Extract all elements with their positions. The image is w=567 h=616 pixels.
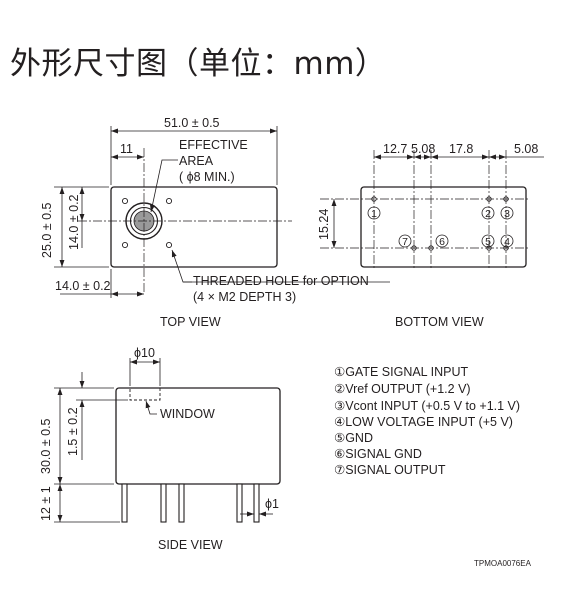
dim-center-y-text: 14.0 ± 0.2	[67, 194, 81, 250]
dim-bottom-c: 17.8	[449, 142, 473, 156]
dim-pin-length-text: 12 ± 1	[39, 486, 53, 521]
dim-height-text: 25.0 ± 0.5	[40, 202, 54, 258]
window-outline	[129, 387, 161, 401]
pin-legend-item: ③Vcont INPUT (+0.5 V to +1.1 V)	[334, 399, 520, 413]
page-title: 外形尺寸图（单位：mm）	[10, 46, 387, 82]
pin-number: 7	[402, 236, 408, 248]
pin-number: 3	[504, 208, 510, 220]
dim-width-text: 51.0 ± 0.5	[164, 116, 220, 130]
dim-window-text: ϕ10	[134, 346, 155, 360]
threaded-hole	[121, 241, 129, 249]
effective-area-label: AREA	[179, 154, 214, 168]
dim-pin-dia-text: ϕ1	[265, 497, 279, 511]
pin-legend-item: ⑥SIGNAL GND	[334, 447, 422, 461]
threaded-hole	[165, 241, 173, 249]
dim-bottom-d: 5.08	[514, 142, 538, 156]
dim-offset-text: 11	[120, 142, 133, 156]
dim-center-x-text: 14.0 ± 0.2	[55, 279, 111, 293]
effective-area-label: EFFECTIVE	[179, 138, 248, 152]
dim-side-height-text: 30.0 ± 0.5	[39, 418, 53, 474]
pin-number: 5	[485, 236, 491, 248]
dim-pitch-text: 15.24	[317, 209, 331, 240]
bottom-view: 1 7 6 2 3 5 4 12.7 5.08 17.8 5.08 15.2	[317, 142, 544, 329]
pin-number: 4	[504, 236, 510, 248]
pin-legend-item: ④LOW VOLTAGE INPUT (+5 V)	[334, 415, 513, 429]
bottom-view-body	[360, 186, 527, 268]
dim-bottom-b: 5.08	[411, 142, 435, 156]
dim-window-depth-text: 1.5 ± 0.2	[66, 407, 80, 456]
threaded-hole	[165, 197, 173, 205]
pin	[253, 483, 260, 523]
pin	[178, 483, 185, 523]
top-view-label: TOP VIEW	[160, 315, 221, 329]
top-view: 51.0 ± 0.5 11 EFFECTIVE AREA ( ϕ8 MIN.) …	[40, 116, 390, 329]
pin	[236, 483, 243, 523]
side-view: ϕ10 WINDOW 30.0 ± 0.5 1.5 ± 0.2 12 ± 1 ϕ…	[39, 346, 281, 552]
pin-legend-item: ⑤GND	[334, 431, 373, 445]
threaded-hole	[121, 197, 129, 205]
side-view-label: SIDE VIEW	[158, 538, 223, 552]
pin-number: 2	[485, 208, 491, 220]
threaded-hole-label: (4 × M2 DEPTH 3)	[193, 290, 296, 304]
pin-legend: ①GATE SIGNAL INPUT ②Vref OUTPUT (+1.2 V)…	[334, 365, 520, 477]
pin-number: 6	[439, 236, 445, 248]
pin-legend-item: ①GATE SIGNAL INPUT	[334, 365, 469, 379]
pin-legend-item: ⑦SIGNAL OUTPUT	[334, 463, 446, 477]
drawing-code: TPMOA0076EA	[474, 559, 532, 568]
effective-area-label: ( ϕ8 MIN.)	[179, 170, 235, 184]
pin	[160, 483, 167, 523]
side-view-body	[115, 387, 281, 485]
pin-legend-item: ②Vref OUTPUT (+1.2 V)	[334, 382, 471, 396]
pin	[121, 483, 128, 523]
dim-bottom-a: 12.7	[383, 142, 407, 156]
threaded-hole-label: THREADED HOLE for OPTION	[193, 274, 369, 288]
window-label: WINDOW	[160, 407, 215, 421]
bottom-view-label: BOTTOM VIEW	[395, 315, 484, 329]
